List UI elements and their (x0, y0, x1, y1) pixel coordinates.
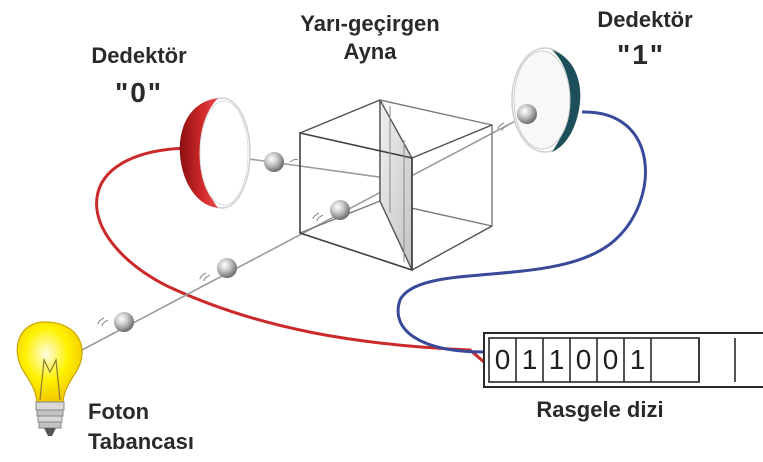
sequence-bit (699, 338, 735, 382)
sequence-bit (651, 338, 699, 382)
detector0-value: "0" (114, 77, 164, 108)
detector0-title: Dedektör (91, 43, 187, 68)
sequence-bit: 1 (629, 344, 646, 375)
photon (97, 312, 134, 332)
detector1-title: Dedektör (597, 7, 693, 32)
detector1-value: "1" (616, 39, 666, 70)
sequence-caption: Rasgele dizi (536, 397, 664, 422)
detector-0 (179, 97, 251, 209)
sequence-bit: 0 (494, 344, 511, 375)
photon-gun-title: Foton (88, 399, 150, 424)
semi-transparent-mirror (379, 99, 413, 271)
photon (199, 258, 237, 282)
photon-beam-reflected (227, 155, 401, 181)
sequence-bit: 1 (521, 344, 538, 375)
sequence-bit: 1 (548, 344, 565, 375)
detector1-wire (396, 110, 647, 354)
mirror-title: Yarı-geçirgen (300, 11, 440, 36)
photon (497, 104, 537, 132)
sequence-bit: 0 (602, 344, 619, 375)
detector-1 (511, 47, 581, 153)
photon (312, 200, 350, 222)
photons (97, 104, 537, 332)
photon-gun-subtitle: Tabancası (88, 429, 194, 454)
sequence-register (483, 332, 763, 388)
sequence-bit: 0 (575, 344, 592, 375)
detector0-wire (95, 146, 485, 364)
mirror-subtitle: Ayna (343, 39, 397, 64)
photon (264, 152, 299, 172)
photon-gun-bulb-icon (16, 321, 83, 436)
